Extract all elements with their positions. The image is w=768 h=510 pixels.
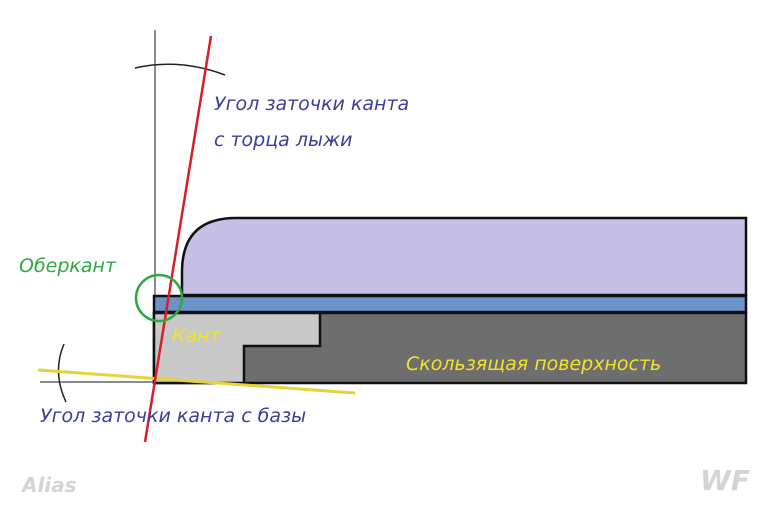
watermark-right: WF xyxy=(700,464,750,497)
top-edge-label: Оберкант xyxy=(19,255,117,277)
yellow-base-angle-line xyxy=(37,368,356,395)
green-top-edge-circle xyxy=(134,273,184,323)
ski-top-body xyxy=(180,216,748,297)
blue-layer xyxy=(152,294,748,314)
red-face-angle-line xyxy=(143,35,213,443)
face-angle-label-line1: Угол заточки канта xyxy=(214,93,409,115)
face-angle-label-line2: с торца лыжи xyxy=(214,129,352,151)
base-label: Скользящая поверхность xyxy=(406,353,661,375)
base-angle-label: Угол заточки канта с базы xyxy=(40,405,306,427)
edge-label: Кант xyxy=(172,325,222,347)
watermark-left: Alias xyxy=(20,473,77,497)
face-angle-arc xyxy=(134,63,226,76)
